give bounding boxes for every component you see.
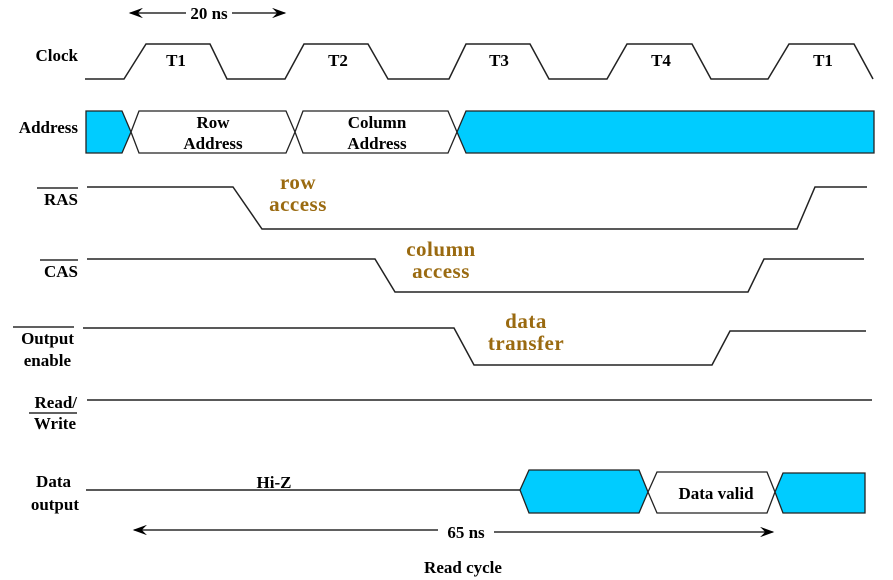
cas-waveform [87,258,864,293]
cycle-time-label: 65 ns [447,523,485,542]
signal-label-address: Address [19,118,79,137]
diagram-title: Read cycle [424,558,502,577]
data-output-invalid-segment [774,472,866,514]
output-enable-waveform [83,327,866,366]
signal-label-clock: Clock [36,46,79,65]
svg-text:Write: Write [34,414,77,433]
clock-cycle-label: T2 [328,51,348,70]
cycle-time-dimension: 65 ns [132,523,775,542]
ras-waveform [87,186,867,230]
clock-period-dimension: 20 ns [128,4,287,23]
clock-waveform [85,43,874,80]
data-transfer-annotation: data [505,309,547,333]
svg-text:enable: enable [24,351,72,370]
clock-period-label: 20 ns [190,4,228,23]
signal-label-ras: RAS [37,187,78,209]
svg-text:Data: Data [36,472,71,491]
svg-text:output: output [31,495,80,514]
row-access-annotation: access [269,192,327,216]
clock-cycle-label: T4 [651,51,671,70]
clock-cycle-label: T1 [166,51,186,70]
signal-label-output-enable: Output enable [13,326,74,370]
data-transfer-annotation: transfer [488,331,564,355]
data-valid-label: Data valid [678,484,754,503]
hi-z-label: Hi-Z [257,473,292,492]
address-invalid-segment [456,110,875,154]
row-address-label: Row [196,113,230,132]
signal-label-data-output: Data output [31,472,80,514]
address-invalid-segment [85,110,132,154]
signal-label-cas: CAS [40,259,78,281]
signal-label-read-write: Read/ Write [29,393,77,433]
column-access-annotation: access [412,259,470,283]
row-access-annotation: row [280,170,316,194]
data-output-invalid-segment [519,469,649,514]
column-address-label: Column [348,113,407,132]
column-address-label: Address [347,134,407,153]
svg-text:RAS: RAS [44,190,78,209]
svg-text:Output: Output [21,329,74,348]
row-address-label: Address [183,134,243,153]
clock-cycle-label: T3 [489,51,509,70]
clock-cycle-label: T1 [813,51,833,70]
svg-text:Read/: Read/ [35,393,78,412]
svg-text:CAS: CAS [44,262,78,281]
column-access-annotation: column [406,237,476,261]
